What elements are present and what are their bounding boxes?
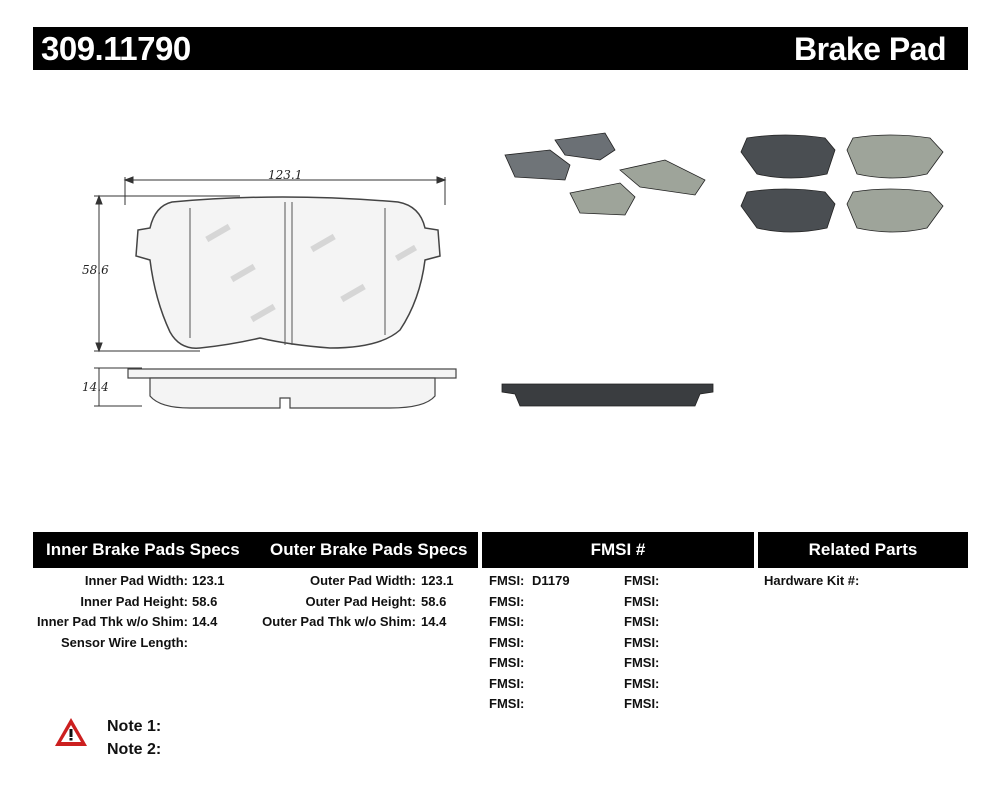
product-photo-pads-set [504, 132, 706, 216]
part-number: 309.11790 [41, 30, 191, 67]
header-bar: 309.11790 Brake Pad [33, 27, 968, 70]
pad-technical-drawing [94, 176, 457, 409]
inner-specs-heading: Inner Brake Pads Specs [46, 540, 240, 559]
document-type: Brake Pad [793, 31, 947, 67]
width-dimension-label: 123.1 [268, 168, 303, 182]
related-parts-heading: Related Parts [758, 532, 968, 568]
note-2-label: Note 2: [107, 741, 162, 758]
note-1-label: Note 1: [107, 718, 162, 735]
height-dimension-label: 58.6 [82, 263, 109, 277]
outer-specs-heading: Outer Brake Pads Specs [270, 540, 468, 559]
warning-triangle-icon [55, 718, 87, 746]
product-photo-pad-side [501, 383, 714, 407]
thickness-dimension-label: 14.4 [82, 380, 109, 394]
product-photo-pads-grid [740, 134, 944, 233]
fmsi-heading: FMSI # [482, 532, 754, 568]
hardware-kit-label: Hardware Kit #: [764, 573, 860, 588]
specs-header-bar: Inner Brake Pads Specs Outer Brake Pads … [33, 532, 478, 568]
